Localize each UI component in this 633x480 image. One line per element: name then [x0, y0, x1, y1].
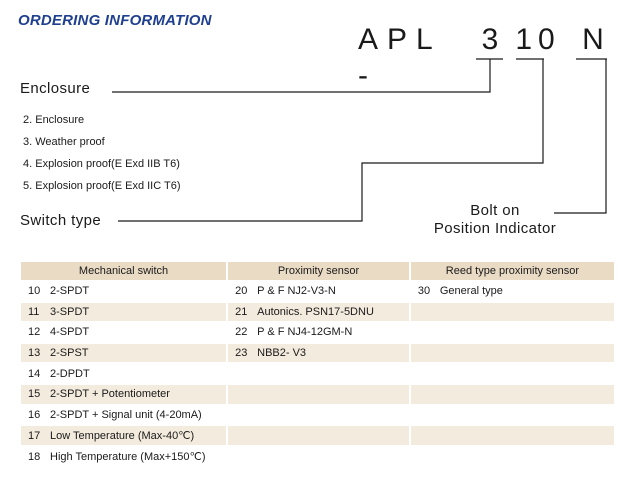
enclosure-options-list: 2. Enclosure 3. Weather proof 4. Explosi…: [23, 112, 181, 200]
option-label: 2-SPDT + Signal unit (4-20mA): [50, 408, 202, 421]
table-row: 17 Low Temperature (Max-40℃): [21, 426, 614, 445]
proximity-cell: [228, 447, 409, 466]
option-label: Low Temperature (Max-40℃): [50, 429, 195, 442]
model-code-prefix: APL -: [358, 23, 441, 92]
option-label: 2-SPST: [50, 347, 89, 360]
code-number: 23: [235, 347, 248, 360]
option-label: 3-SPDT: [50, 305, 90, 318]
option-label: P & F NJ2-V3-N: [257, 285, 336, 298]
table-row: 18 High Temperature (Max+150℃): [21, 447, 614, 466]
enclosure-option: 3. Weather proof: [23, 136, 105, 148]
leader-switch-type: [118, 59, 544, 222]
table-row: 15 2-SPDT + Potentiometer: [21, 384, 614, 404]
indicator-title-line2: Position Indicator: [433, 220, 557, 237]
code-number: 11: [28, 305, 40, 318]
model-code-switch-digits: 10: [515, 23, 561, 56]
table-row: 16 2-SPDT + Signal unit (4-20mA): [21, 406, 614, 425]
mechanical-cell: 15 2-SPDT + Potentiometer: [21, 384, 227, 404]
header-proximity-sensor: Proximity sensor: [228, 262, 409, 280]
mechanical-cell: 10 2-SPDT: [21, 282, 226, 301]
option-label: Autonics. PSN17-5DNU: [257, 305, 374, 318]
reed-cell: [410, 426, 614, 445]
mechanical-cell: 18 High Temperature (Max+150℃): [21, 447, 226, 466]
code-number: 16: [28, 408, 41, 421]
option-label: High Temperature (Max+150℃): [50, 450, 206, 463]
code-number: 18: [28, 450, 41, 463]
header-reed-sensor: Reed type proximity sensor: [410, 262, 614, 280]
mechanical-cell: 14 2-DPDT: [21, 364, 226, 383]
section-heading: ORDERING INFORMATION: [18, 12, 212, 29]
table-row: 13 2-SPST 23 NBB2- V3: [21, 343, 614, 363]
table-row: 14 2-DPDT: [21, 364, 614, 383]
table-row: 12 4-SPDT 22 P & F NJ4-12GM-N: [21, 323, 614, 342]
code-number: 21: [235, 305, 248, 318]
header-mechanical-switch: Mechanical switch: [21, 262, 227, 280]
reed-cell: [411, 323, 614, 342]
enclosure-option: 5. Explosion proof(E Exd IIC T6): [23, 180, 181, 192]
table-header-row: Mechanical switch Proximity sensor Reed …: [21, 262, 614, 280]
option-label: 2-SPDT + Potentiometer: [50, 388, 170, 401]
model-code-indicator-letter: N: [582, 23, 604, 56]
mechanical-cell: 12 4-SPDT: [21, 323, 226, 342]
mechanical-cell: 11 3-SPDT: [21, 302, 227, 322]
proximity-cell: [228, 426, 409, 445]
enclosure-option: 4. Explosion proof(E Exd IIB T6): [23, 158, 180, 170]
options-table: Mechanical switch Proximity sensor Reed …: [19, 260, 616, 467]
reed-cell: [410, 343, 614, 363]
table-row: 10 2-SPDT 20 P & F NJ2-V3-N 30 General type: [21, 282, 614, 301]
mechanical-cell: 16 2-SPDT + Signal unit (4-20mA): [21, 406, 226, 425]
proximity-cell: 21 Autonics. PSN17-5DNU: [228, 302, 409, 322]
proximity-cell: 23 NBB2- V3: [228, 343, 409, 363]
code-number: 14: [28, 367, 41, 380]
option-label: 2-SPDT: [50, 285, 90, 298]
reed-cell: [410, 302, 614, 322]
reed-cell: [410, 384, 614, 404]
proximity-cell: [228, 384, 409, 404]
reed-cell: [411, 447, 614, 466]
code-number: 13: [28, 347, 41, 360]
table-row: 11 3-SPDT 21 Autonics. PSN17-5DNU: [21, 302, 614, 322]
mechanical-cell: 13 2-SPST: [21, 343, 227, 363]
code-number: 10: [28, 285, 41, 298]
code-number: 17: [28, 429, 41, 442]
reed-cell: [411, 364, 614, 383]
proximity-cell: 22 P & F NJ4-12GM-N: [228, 323, 409, 342]
option-label: General type: [439, 285, 503, 298]
enclosure-title: Enclosure: [20, 80, 91, 97]
proximity-cell: 20 P & F NJ2-V3-N: [228, 282, 409, 301]
leader-indicator: [554, 59, 607, 214]
code-number: 20: [235, 285, 248, 298]
option-label: NBB2- V3: [257, 347, 307, 360]
code-number: 12: [28, 326, 41, 339]
proximity-cell: [228, 364, 409, 383]
proximity-cell: [228, 406, 409, 425]
option-label: 4-SPDT: [50, 326, 90, 339]
model-code-enclosure-digit: 3: [481, 23, 499, 56]
reed-cell: 30 General type: [411, 282, 614, 301]
code-number: 22: [235, 326, 248, 339]
option-label: 2-DPDT: [50, 367, 90, 380]
code-number: 30: [417, 285, 431, 298]
switch-type-title: Switch type: [20, 212, 102, 229]
option-label: P & F NJ4-12GM-N: [257, 326, 353, 339]
enclosure-option: 2. Enclosure: [23, 114, 85, 126]
reed-cell: [411, 406, 614, 425]
mechanical-cell: 17 Low Temperature (Max-40℃): [21, 426, 227, 445]
code-number: 15: [28, 388, 41, 401]
indicator-title-line1: Bolt on: [470, 202, 520, 219]
leader-enclosure: [112, 59, 491, 93]
